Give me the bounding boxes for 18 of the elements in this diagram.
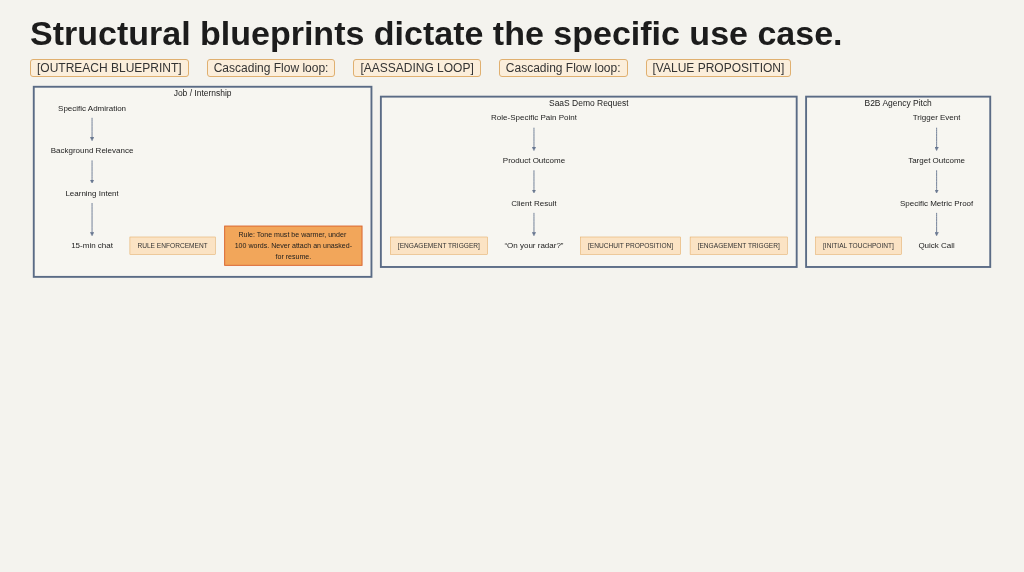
title: Structural blueprints dictate the specific use case.: [30, 14, 844, 53]
node-text: Background Relevance: [50, 146, 134, 155]
node-text: Learning Intent: [65, 188, 119, 198]
annotation-label: Cascading Flow loop:: [206, 59, 336, 77]
annotation-label: [VALUE PROPOSITION]: [645, 59, 792, 77]
node-text: Specific Admiration: [58, 103, 127, 113]
node-text: Role-Specific Pain Point: [491, 113, 577, 123]
node-text: Trigger Event: [912, 113, 961, 123]
node-text: Product Outcome: [502, 155, 566, 165]
node-text: Quick Call: [918, 241, 955, 251]
annotation-label: [AASSADING LOOP]: [353, 59, 481, 77]
node-text: Client Result: [511, 198, 557, 208]
node-text: Specific Metric Proof: [899, 198, 974, 208]
annotation-label: [OUTREACH BLUEPRINT]: [30, 59, 189, 77]
annotation-label: Cascading Flow loop:: [498, 59, 628, 77]
node-text: Target Outcome: [908, 155, 966, 165]
node-text: “On your radar?”: [504, 241, 564, 251]
node-text: 15-min chat: [71, 241, 113, 251]
